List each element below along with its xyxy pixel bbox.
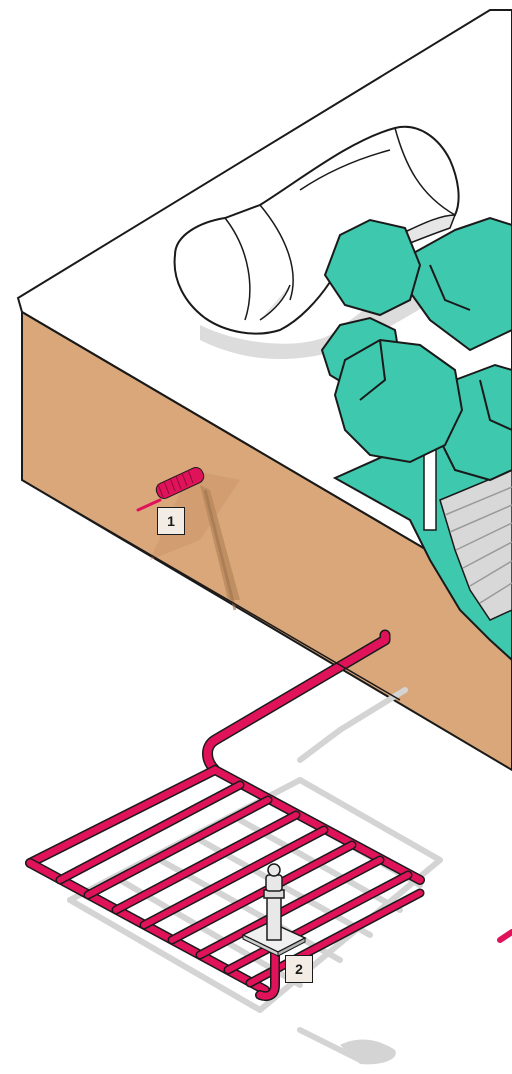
vent-pipe-on-base-plate-icon — [241, 863, 307, 957]
callout-label-2: 2 — [285, 955, 313, 983]
drainage-pipe-grid — [25, 629, 425, 1002]
pipe-rungs — [55, 780, 425, 988]
soil-shadow — [150, 470, 240, 560]
callout-label-1: 1 — [157, 507, 185, 535]
coiled-pipe-inlet-icon — [136, 466, 205, 512]
tree-icon — [320, 216, 512, 482]
stairs — [439, 469, 512, 621]
